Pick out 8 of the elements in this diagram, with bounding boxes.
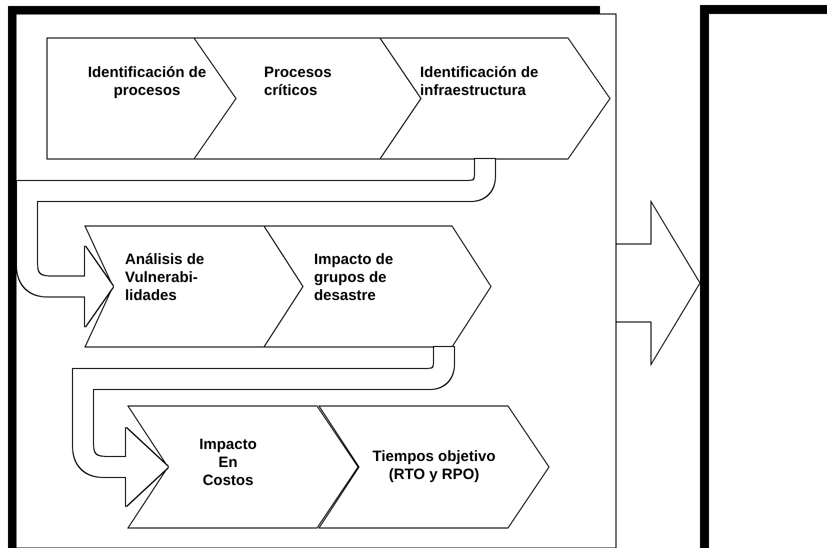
step-label: Procesos críticos bbox=[264, 64, 333, 100]
step-label: Identificación de procesos bbox=[86, 64, 208, 100]
step-label: Impacto de grupos de desastre bbox=[314, 251, 394, 305]
block-arrow bbox=[616, 200, 701, 366]
step-label: Tiempos objetivo (RTO y RPO) bbox=[371, 448, 497, 484]
step-label: Impacto En Costos bbox=[198, 436, 258, 490]
step-label: Análisis de Vulnerabi- lidades bbox=[125, 251, 206, 305]
step-label: Identificación de infraestructura bbox=[420, 64, 540, 100]
